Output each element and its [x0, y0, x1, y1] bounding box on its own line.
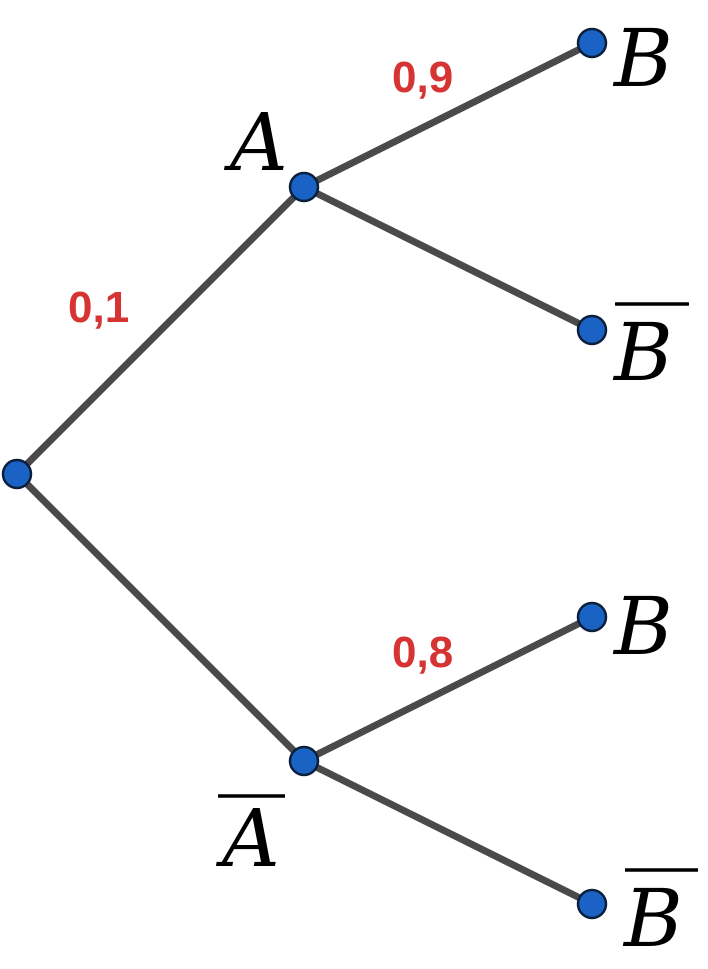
label-a-not-b: B — [612, 306, 673, 399]
label-a-b: B — [612, 12, 673, 105]
node-root — [1, 458, 33, 490]
edge-root-to-a — [13, 183, 308, 478]
label-not-a-not-b: B — [622, 872, 683, 965]
probability-not-a-to-b: 0,8 — [392, 628, 453, 677]
probability-a-to-b: 0,9 — [392, 53, 453, 102]
label-not-a: A — [215, 792, 280, 885]
node-a-b — [576, 27, 608, 59]
node-a — [288, 171, 320, 203]
node-not-a-not-b — [576, 888, 608, 920]
probability-root-to-a: 0,1 — [68, 283, 129, 332]
node-a-not-b — [576, 314, 608, 346]
edge-not-a-to-b — [300, 613, 596, 765]
node-not-a — [288, 745, 320, 777]
label-a: A — [223, 96, 288, 189]
node-not-a-b — [576, 601, 608, 633]
label-not-a-b: B — [612, 580, 673, 673]
edge-root-to-not-a — [13, 470, 308, 765]
edge-a-to-not-b — [300, 183, 596, 334]
edge-a-to-b — [300, 39, 596, 191]
edge-not-a-to-not-b — [300, 757, 596, 908]
